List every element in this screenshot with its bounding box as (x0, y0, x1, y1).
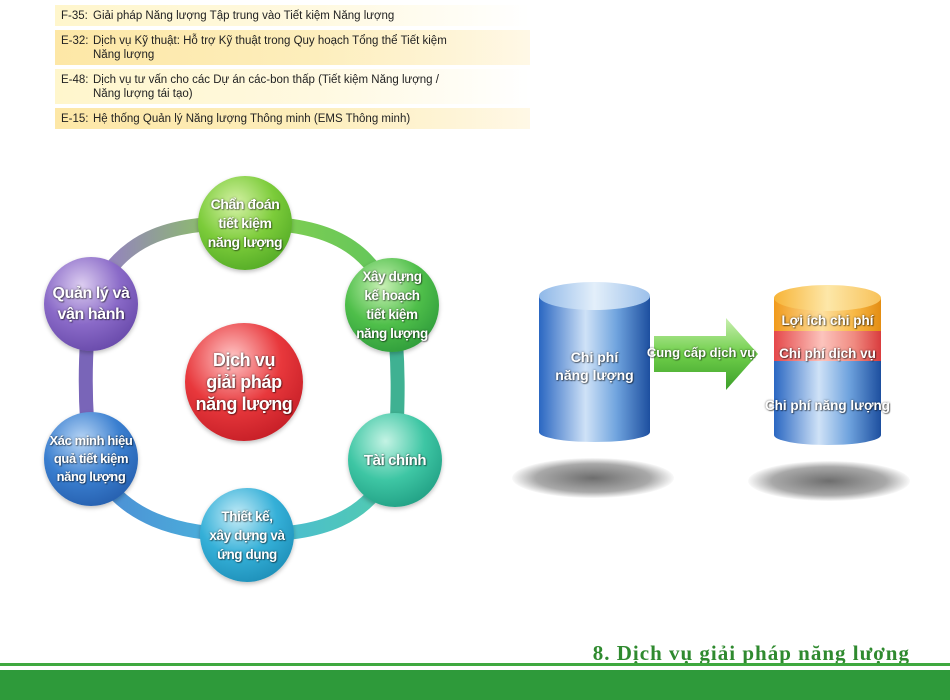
cylinder-shadow (748, 461, 910, 501)
node-design-build: Thiết kế, xây dựng và ứng dụng (200, 488, 294, 582)
cylinder-shadow (512, 458, 674, 498)
energy-cost-cylinder: Chi phí năng lượng (539, 282, 650, 452)
node-label-line: tiết kiệm (208, 214, 282, 233)
node-label-line: Chẩn đoán (208, 195, 282, 214)
node-label-line: năng lượng (196, 393, 293, 415)
node-label-line: quả tiết kiệm (50, 450, 133, 468)
node-label-line: tiết kiệm (356, 305, 428, 324)
service-cost-label: Chi phí dịch vụ (772, 346, 883, 361)
footer-divider (0, 663, 950, 666)
node-label-line: Thiết kế, (209, 507, 284, 526)
node-saving-plan: Xây dựng kế hoạch tiết kiệm năng lượng (345, 258, 439, 352)
node-energy-diagnosis: Chẩn đoán tiết kiệm năng lượng (198, 176, 292, 270)
node-label-line: năng lượng (50, 468, 133, 486)
cylinder-label-line: năng lượng (539, 366, 650, 384)
node-label-line: Tài chính (364, 452, 426, 469)
node-saving-verification: Xác minh hiệu quả tiết kiệm năng lượng (44, 412, 138, 506)
node-label-line: Xây dựng (356, 267, 428, 286)
cylinder-label: Chi phí năng lượng (539, 348, 650, 384)
node-management-operation: Quản lý và vận hành (44, 257, 138, 351)
node-label-line: Quản lý và (53, 283, 130, 304)
cost-benefit-label: Lợi ích chi phí (772, 313, 883, 328)
node-label-line: ứng dụng (209, 545, 284, 564)
node-label-line: kế hoạch (356, 286, 428, 305)
node-label-line: vận hành (53, 304, 130, 325)
cost-breakdown-cylinder: Lợi ích chi phí Chi phí dịch vụ Chi phí … (774, 285, 881, 455)
energy-cost-label: Chi phí năng lượng (754, 398, 901, 413)
arrow-label: Cung cấp dịch vụ (646, 345, 756, 360)
cylinder-top (774, 285, 881, 311)
node-label-line: xây dựng và (209, 526, 284, 545)
node-label-line: giải pháp (196, 371, 293, 393)
cylinder-top (539, 282, 650, 310)
node-label-line: năng lượng (356, 324, 428, 343)
footer-bar (0, 670, 950, 700)
node-label-line: Xác minh hiệu (50, 432, 133, 450)
node-label-line: Dịch vụ (196, 349, 293, 371)
cylinder-label-line: Chi phí (539, 348, 650, 366)
node-label-line: năng lượng (208, 233, 282, 252)
node-center-energy-solution: Dịch vụ giải pháp năng lượng (185, 323, 303, 441)
node-finance: Tài chính (348, 413, 442, 507)
